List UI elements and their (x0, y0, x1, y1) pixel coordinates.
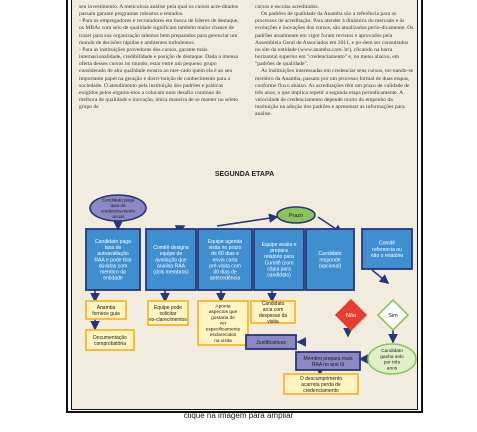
article-right-column: cursos e escolas acreditados. Os padrões… (255, 4, 415, 119)
left-paragraph: - Para as instituições provedoras dos cu… (79, 46, 239, 111)
infographic-image[interactable]: seu investimento. A meticulosa análise p… (71, 0, 418, 410)
left-paragraph: seu investimento. A meticulosa análise p… (79, 4, 239, 18)
aspectos-box (197, 300, 249, 346)
nao-label: Não (346, 313, 356, 319)
prazo-label: Prazo (289, 213, 303, 219)
step1-box (85, 228, 141, 291)
step6-box (361, 228, 413, 270)
justificativas-box (245, 334, 297, 350)
right-paragraph: Os padrões de qualidade da Anamba são a … (255, 11, 414, 68)
esclarecimentos-box (147, 300, 189, 326)
sim-label: Sim (388, 313, 398, 319)
nao-diamond (334, 298, 368, 332)
anamba_guia-box (85, 300, 127, 320)
right-paragraph: cursos e escolas acreditados. (255, 4, 319, 10)
start-ellipse (89, 194, 147, 222)
step4-box (253, 228, 305, 291)
step3-box (197, 228, 253, 291)
article-left-column: seu investimento. A meticulosa análise p… (79, 4, 239, 111)
enlarge-caption[interactable]: clique na imagem para ampliar (183, 411, 294, 420)
right-paragraph: As instituições interessadas em credenci… (255, 68, 414, 118)
step2-box (145, 228, 197, 291)
despesas-box (250, 300, 296, 324)
justificativas-label: Justificativas (256, 340, 286, 346)
step5-box (305, 228, 355, 291)
prazo-ellipse (276, 206, 316, 224)
sim-diamond (376, 298, 410, 332)
descumprimento-box (283, 373, 359, 395)
documentacao-box (85, 329, 135, 351)
selo-ellipse (367, 343, 417, 375)
left-paragraph: - Para os empregadores e recrutadores em… (79, 18, 239, 46)
section-title: SEGUNDA ETAPA (214, 171, 275, 178)
membro-box (295, 351, 361, 371)
image-border[interactable] (66, 0, 423, 413)
